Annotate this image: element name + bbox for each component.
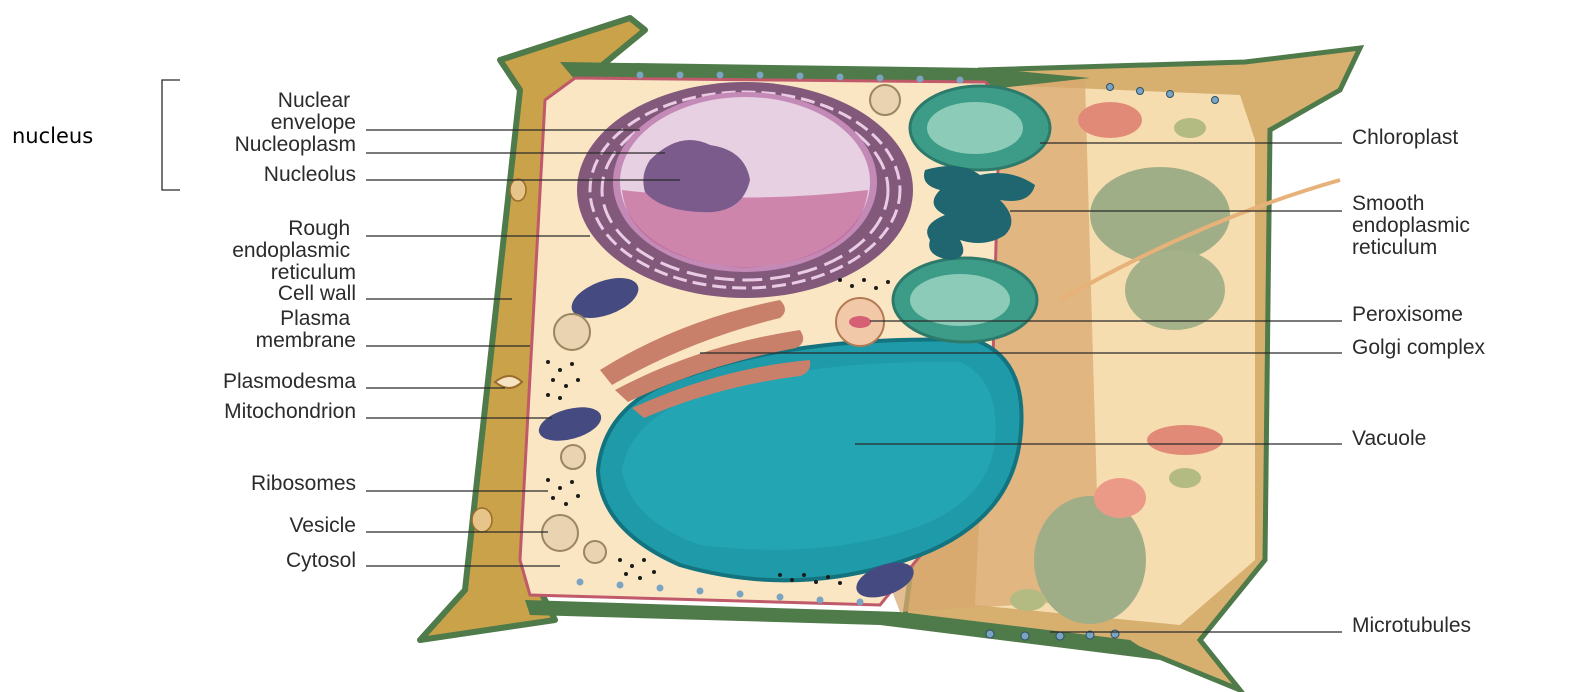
back-organelle-green (1174, 118, 1206, 138)
label-microtubules: Microtubules (1352, 614, 1471, 637)
back-organelle-pink-3 (1094, 478, 1146, 518)
label-vesicle: Vesicle (289, 514, 356, 537)
label-golgi-complex: Golgi complex (1352, 336, 1486, 359)
vesicle-2 (542, 515, 578, 551)
wall-pit-2 (472, 508, 492, 532)
label-peroxisome: Peroxisome (1352, 303, 1463, 326)
label-cytosol: Cytosol (286, 549, 356, 572)
back-organelle-green-2 (1169, 468, 1201, 488)
label-cell-wall: Cell wall (278, 282, 356, 305)
label-mitochondrion: Mitochondrion (224, 400, 356, 423)
label-nucleoplasm: Nucleoplasm (235, 133, 356, 156)
vesicle-5 (870, 85, 900, 115)
label-plasmodesma: Plasmodesma (223, 370, 356, 393)
label-vacuole: Vacuole (1352, 427, 1426, 450)
label-nucleus-group: nucleus (12, 124, 93, 148)
back-organelle-pink-2 (1147, 425, 1223, 455)
label-chloroplast: Chloroplast (1352, 126, 1458, 149)
vesicle-4 (561, 445, 585, 469)
label-plasma-membrane: Plasma membrane (256, 307, 356, 352)
vesicle-3 (584, 541, 606, 563)
label-nucleolus: Nucleolus (264, 163, 356, 186)
back-organelle-pink-1 (1078, 102, 1142, 138)
nucleus-bracket (162, 80, 180, 190)
wall-pit-1 (510, 179, 526, 201)
back-organelle-green-3 (1010, 589, 1046, 611)
label-ribosomes: Ribosomes (251, 472, 356, 495)
label-rough-er: Rough endoplasmic reticulum (232, 217, 356, 284)
vesicle-1 (554, 314, 590, 350)
label-smooth-er: Smooth endoplasmic reticulum (1352, 192, 1476, 259)
label-nuclear-envelope: Nuclear envelope (271, 89, 356, 134)
back-chloroplast-3 (1125, 250, 1225, 330)
